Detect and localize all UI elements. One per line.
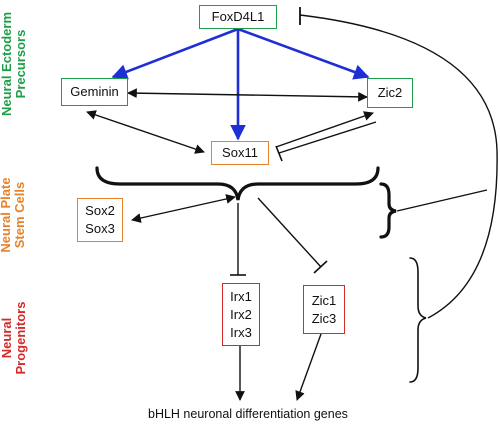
stage-label-line-2: Progenitors: [13, 301, 28, 375]
node-sox11: Sox11: [211, 141, 269, 165]
stage-label-neural-progenitors: Neural Progenitors: [0, 298, 30, 378]
node-label-line: Zic1: [311, 292, 337, 308]
brace-to-sox2-sox3-arrow: [131, 194, 236, 223]
node-label-line: Irx2: [230, 306, 252, 322]
node-label: Zic2: [377, 85, 403, 100]
geminin-sox11-bidirectional-arrow: [86, 110, 205, 154]
node-irx1-irx2-irx3: Irx1 Irx2 Irx3: [222, 283, 260, 346]
stage-label-line-2: Precursors: [13, 29, 28, 99]
stage-label-line-2: Stem Cells: [12, 181, 27, 249]
node-label-line: Irx1: [230, 288, 252, 304]
node-zic2: Zic2: [367, 78, 413, 108]
brace-inhibits-zic1-zic3-bar: [313, 260, 328, 274]
node-label: FoxD4L1: [211, 9, 265, 24]
sox11-to-zic2-arrow: [275, 111, 374, 148]
zic2-inhibits-sox11: [278, 121, 377, 154]
node-foxd4l1: FoxD4L1: [199, 5, 277, 29]
neural-plate-brace: [95, 166, 380, 201]
zic2-inhibits-sox11-bar: [275, 145, 283, 162]
node-label: Sox11: [222, 145, 258, 160]
foxd4l1-to-zic2-arrow: [237, 27, 370, 80]
stem-cells-to-feedback-line: [396, 189, 488, 212]
node-geminin: Geminin: [61, 78, 128, 106]
node-label: Geminin: [70, 84, 119, 99]
geminin-zic2-bidirectional-arrow: [127, 88, 368, 102]
target-genes-label: bHLH neuronal differentiation genes: [148, 407, 348, 421]
node-label-line: Irx3: [230, 324, 252, 340]
stage-label-neural-ectoderm-precursors: Neural Ectoderm Precursors: [0, 9, 30, 119]
brace-inhibits-zic1-zic3: [257, 197, 322, 268]
node-sox2-sox3: Sox2 Sox3: [77, 198, 123, 242]
feedback-loop-line: [299, 14, 498, 319]
stage-label-neural-plate-stem-cells: Neural Plate Stem Cells: [0, 175, 29, 255]
node-zic1-zic3: Zic1 Zic3: [303, 285, 345, 334]
progenitors-brace: [409, 257, 427, 383]
stage-label-line-1: Neural Ectoderm: [0, 11, 14, 117]
zic1-zic3-to-bhlh-arrow: [295, 333, 322, 401]
node-label-line: Sox3: [85, 221, 115, 236]
node-label-line: Sox2: [85, 203, 115, 218]
foxd4l1-to-geminin-arrow: [111, 27, 239, 80]
stage-label-line-1: Neural: [0, 317, 14, 359]
stem-cells-brace: [379, 182, 397, 239]
node-label-line: Zic3: [311, 310, 337, 326]
